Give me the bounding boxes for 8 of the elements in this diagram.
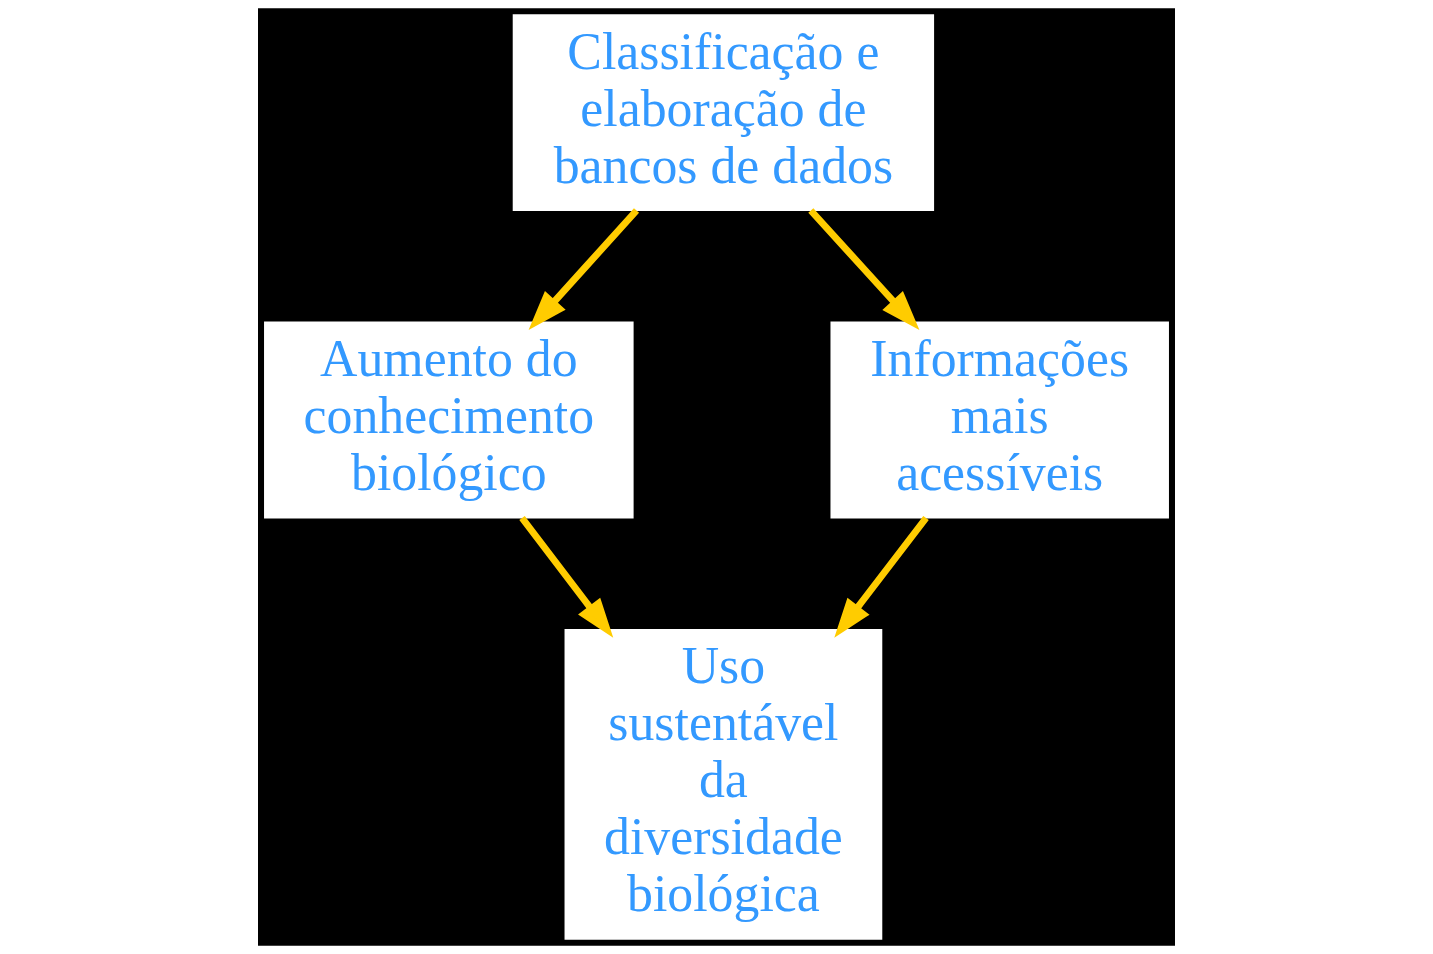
arrow [834, 515, 929, 638]
node-box: Informações mais acessíveis [830, 321, 1169, 519]
node-box: Classificação e elaboração de bancos de dados [512, 14, 935, 212]
arrow [519, 515, 614, 638]
node-box: Uso sustentável da diversidade biológica [564, 628, 883, 940]
arrow [808, 208, 920, 330]
node-box: Aumento do conhecimento biológico [264, 321, 634, 519]
arrow [528, 208, 640, 330]
